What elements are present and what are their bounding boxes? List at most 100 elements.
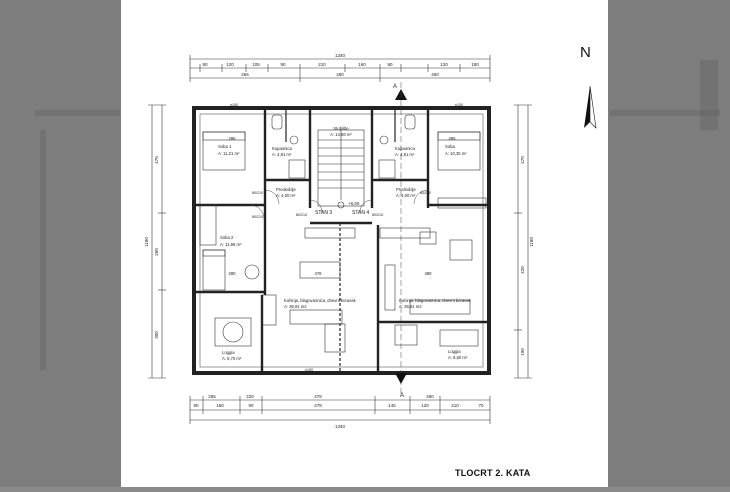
background-left: [0, 0, 121, 487]
room-name: Loggia: [448, 349, 461, 354]
dim-label: 90: [248, 403, 254, 408]
door-label: 80/210: [252, 191, 263, 195]
door-label: 80/210: [420, 191, 431, 195]
section-markers: [395, 82, 407, 395]
dim-bottom-total: 1340: [335, 424, 346, 429]
dim-label: 260: [336, 72, 344, 77]
side-dimensions: [148, 104, 532, 379]
loggia-table-1: [214, 317, 252, 347]
dim-label: 210: [318, 62, 326, 67]
door-label: 80/210: [372, 213, 383, 217]
dim-label: 120: [440, 62, 448, 67]
bottom-dimensions: [189, 396, 491, 424]
dim-label: 120: [421, 403, 429, 408]
dim-label: 265: [208, 394, 216, 399]
dim-label: 478: [314, 394, 322, 399]
dim-label: 160: [358, 62, 366, 67]
dim-right-total: 1180: [529, 237, 534, 247]
dim-label: 460: [426, 394, 434, 399]
room-area: A: 36,91 m2: [399, 304, 422, 309]
room-area: A: 14,60 m²: [330, 132, 352, 137]
north-arrow-icon: [584, 85, 597, 129]
dim-label: 470: [154, 156, 159, 164]
window-label: p100: [305, 368, 313, 372]
section-label-top: A: [393, 84, 397, 90]
room-name: Loggia: [222, 350, 235, 355]
dim-label: 420: [520, 266, 525, 274]
dim-label: 220: [246, 394, 254, 399]
dim-label: 300: [154, 331, 159, 339]
ghost-shape: [700, 60, 718, 130]
room-name: Predsoblje: [276, 187, 296, 192]
interior-walls: [196, 110, 487, 372]
room-area: A: 6,50 m²: [448, 355, 468, 360]
room-area: A: 10,35 m²: [445, 151, 467, 156]
window-label: p100: [455, 103, 463, 107]
ghost-shape: [40, 130, 46, 370]
room-area: A: 11,21 m²: [218, 151, 240, 156]
dim-label: 70: [478, 403, 484, 408]
level-mark: +6,00: [348, 201, 360, 206]
room-area: A: 4,00 m²: [276, 193, 296, 198]
dim-label: 456: [241, 72, 249, 77]
room-name: Soba: [445, 144, 455, 149]
sofa-1: [289, 309, 343, 325]
shower-1: [288, 159, 306, 179]
doors: [249, 189, 429, 220]
room-area: A: 4,81 m²: [272, 152, 292, 157]
furniture: [199, 114, 487, 353]
door-label: 80/210: [252, 215, 263, 219]
toilet-1: [271, 114, 283, 130]
room-name: Soba 1: [218, 144, 232, 149]
shower-2: [378, 159, 396, 179]
dim-top-total: 1340: [335, 53, 346, 58]
dim-label: 90: [387, 62, 393, 67]
room-area: A: 36,91 m2: [284, 304, 307, 309]
room-name: Predsoblje: [396, 187, 416, 192]
dim-label: 478: [314, 403, 322, 408]
dim-label: 478: [315, 271, 323, 276]
dim-label: 260: [154, 248, 159, 256]
apartment-label: STAN 4: [352, 210, 369, 216]
room-area: A: 4,00 m²: [396, 193, 416, 198]
dim-label: 480: [425, 271, 433, 276]
dim-label: 190: [520, 348, 525, 356]
dim-label: 105: [252, 62, 260, 67]
dim-label: 470: [520, 156, 525, 164]
dining-table-1: [299, 261, 341, 279]
room-area: A: 6,70 m²: [222, 356, 242, 361]
floor-plan: 1340 90 120 105 90 210 160 90 120 150 45…: [144, 53, 597, 429]
drawing-sheet: 1340 90 120 105 90 210 160 90 120 150 45…: [121, 0, 608, 487]
room-name: Kuhinja, blagovaonica, dnevni boravak: [399, 298, 472, 303]
dim-label: 280: [229, 271, 237, 276]
toilet-2: [404, 114, 416, 130]
dim-label: 90: [280, 62, 286, 67]
dim-label: 90: [193, 403, 199, 408]
dim-label: 210: [451, 403, 459, 408]
dim-label: 460: [431, 72, 439, 77]
section-label-bottom: A: [400, 393, 404, 399]
dim-label: 145: [388, 403, 396, 408]
kitchen-counter-2: [379, 227, 431, 239]
room-name: Stubište: [333, 126, 349, 131]
window-label: p100: [230, 103, 238, 107]
dim-label: 90: [202, 62, 208, 67]
top-dimensions: [189, 55, 491, 82]
kitchen-counter-1: [304, 227, 356, 239]
room-name: Kupaonica: [395, 146, 415, 151]
dim-label: 160: [216, 403, 224, 408]
room-area: A: 4,81 m²: [395, 152, 415, 157]
door-label: 80/210: [296, 213, 307, 217]
dining-table-2: [449, 239, 473, 261]
sheet-title: TLOCRT 2. KATA: [455, 468, 531, 478]
dim-label: 150: [471, 62, 479, 67]
dim-label: 285: [229, 136, 237, 141]
ghost-shape: [610, 110, 720, 116]
apartment-label: STAN 3: [315, 210, 332, 216]
staircase: [317, 129, 365, 209]
room-name: Kuhinja, blagovaonica, dnevni boravak: [284, 298, 357, 303]
dim-label: 120: [226, 62, 234, 67]
dim-left-total: 1180: [144, 237, 149, 247]
ghost-shape: [35, 110, 120, 116]
dim-label: 285: [449, 136, 457, 141]
